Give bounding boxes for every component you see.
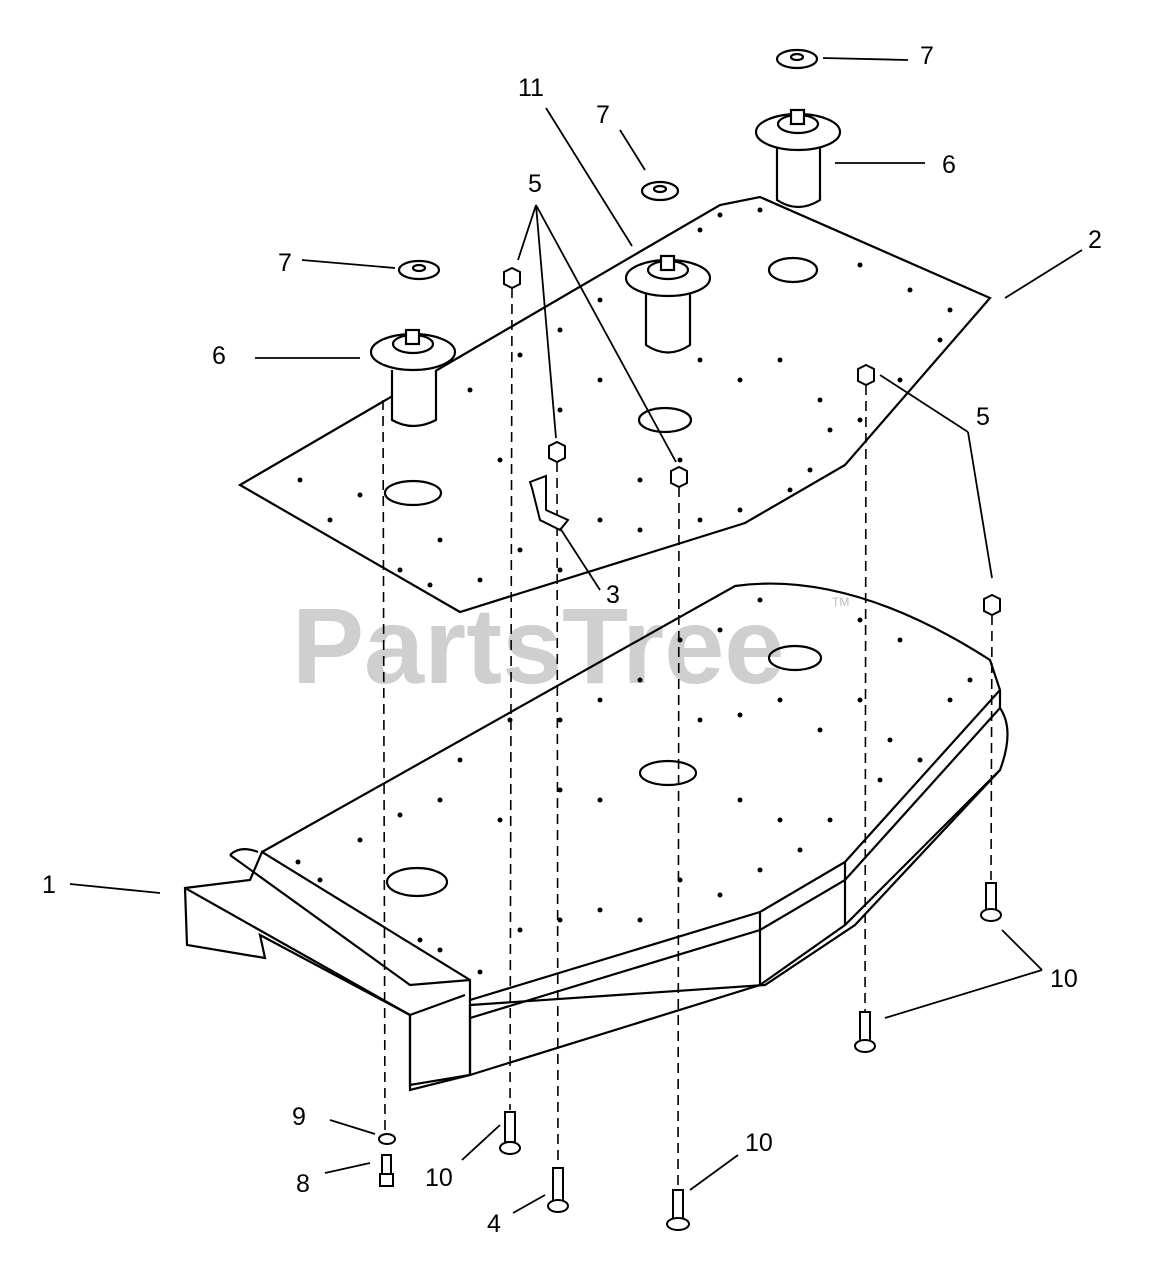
bolt-8-icon <box>379 1154 394 1187</box>
washer-9-icon <box>378 1133 396 1145</box>
carriage-bolt-right-icon <box>854 1011 876 1053</box>
deck-plate-icon <box>237 195 992 614</box>
callout-8: 8 <box>296 1170 310 1198</box>
callout-6-left: 6 <box>212 342 226 370</box>
callout-10-left: 10 <box>425 1164 453 1192</box>
bracket-icon <box>528 474 570 532</box>
callout-10-right: 10 <box>1050 965 1078 993</box>
watermark-trademark: TM <box>832 595 849 609</box>
watermark: PartsTree TM <box>292 585 849 706</box>
leader-lines <box>69 57 1083 1214</box>
assembly-lines <box>382 287 993 1186</box>
spindle-assembly-right-icon <box>754 108 842 209</box>
callout-6-right: 6 <box>942 151 956 179</box>
spindle-assembly-left-icon <box>369 328 457 428</box>
washer-icons <box>397 48 819 281</box>
watermark-text: PartsTree <box>292 585 784 706</box>
callout-5-right: 5 <box>976 403 990 431</box>
callout-labels: 1 2 3 4 5 5 6 6 7 7 7 8 9 10 10 10 11 <box>42 42 1102 1238</box>
deck-shell-icon <box>183 582 1009 1092</box>
nut-4-icon <box>857 363 875 387</box>
callout-7-left: 7 <box>278 249 292 277</box>
nut-5-icon <box>983 593 1001 617</box>
callout-3: 3 <box>606 581 620 609</box>
callout-4: 4 <box>487 1210 501 1238</box>
callout-10-bottom: 10 <box>745 1129 773 1157</box>
nut-2-icon <box>548 440 566 464</box>
callout-1: 1 <box>42 871 56 899</box>
washer-top-icon <box>775 48 819 70</box>
bolt-4-icon <box>547 1167 569 1213</box>
callout-11: 11 <box>518 74 544 102</box>
callout-7-center: 7 <box>596 101 610 129</box>
callout-7-top: 7 <box>920 42 934 70</box>
bolt-icons <box>378 882 1002 1231</box>
callout-2: 2 <box>1088 226 1102 254</box>
spindle-assembly-center-icon <box>624 254 712 354</box>
nut-1-icon <box>503 266 521 290</box>
nut-icons <box>503 266 1001 617</box>
carriage-bolt-far-right-icon <box>980 882 1002 922</box>
carriage-bolt-left-icon <box>499 1111 521 1155</box>
nut-3-icon <box>670 465 688 489</box>
carriage-bolt-bottom-icon <box>666 1189 690 1231</box>
callout-9: 9 <box>292 1103 306 1131</box>
washer-center-icon <box>640 180 680 202</box>
callout-5-upper: 5 <box>528 170 542 198</box>
washer-left-icon <box>397 259 441 281</box>
